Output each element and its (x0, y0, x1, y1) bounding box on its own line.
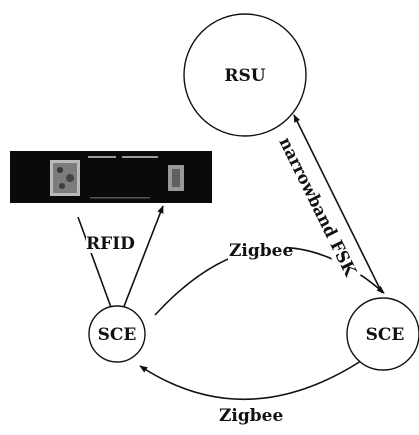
rfid-label: RFID (86, 234, 135, 254)
zigbee-top-label-group: Zigbee (228, 240, 293, 261)
rfid-arrow (122, 205, 164, 310)
sce-left-node-label: SCE (98, 325, 137, 345)
zigbee-top-label: Zigbee (229, 241, 293, 261)
rfid-link-line (77, 216, 113, 311)
narrowband-fsk-arrow (293, 114, 383, 294)
sce-right-node: SCE (346, 297, 419, 371)
rfid-tag-image (10, 151, 212, 203)
rsu-node: RSU (183, 13, 307, 137)
sce-right-node-label: SCE (366, 325, 405, 345)
rsu-node-label: RSU (224, 66, 265, 86)
sce-left-node: SCE (88, 305, 146, 363)
zigbee-bottom-label: Zigbee (219, 406, 283, 426)
zigbee-bottom-arrow (139, 360, 362, 401)
zigbee-bottom-label-group: Zigbee (218, 404, 283, 426)
rfid-label-group: RFID (86, 233, 135, 254)
